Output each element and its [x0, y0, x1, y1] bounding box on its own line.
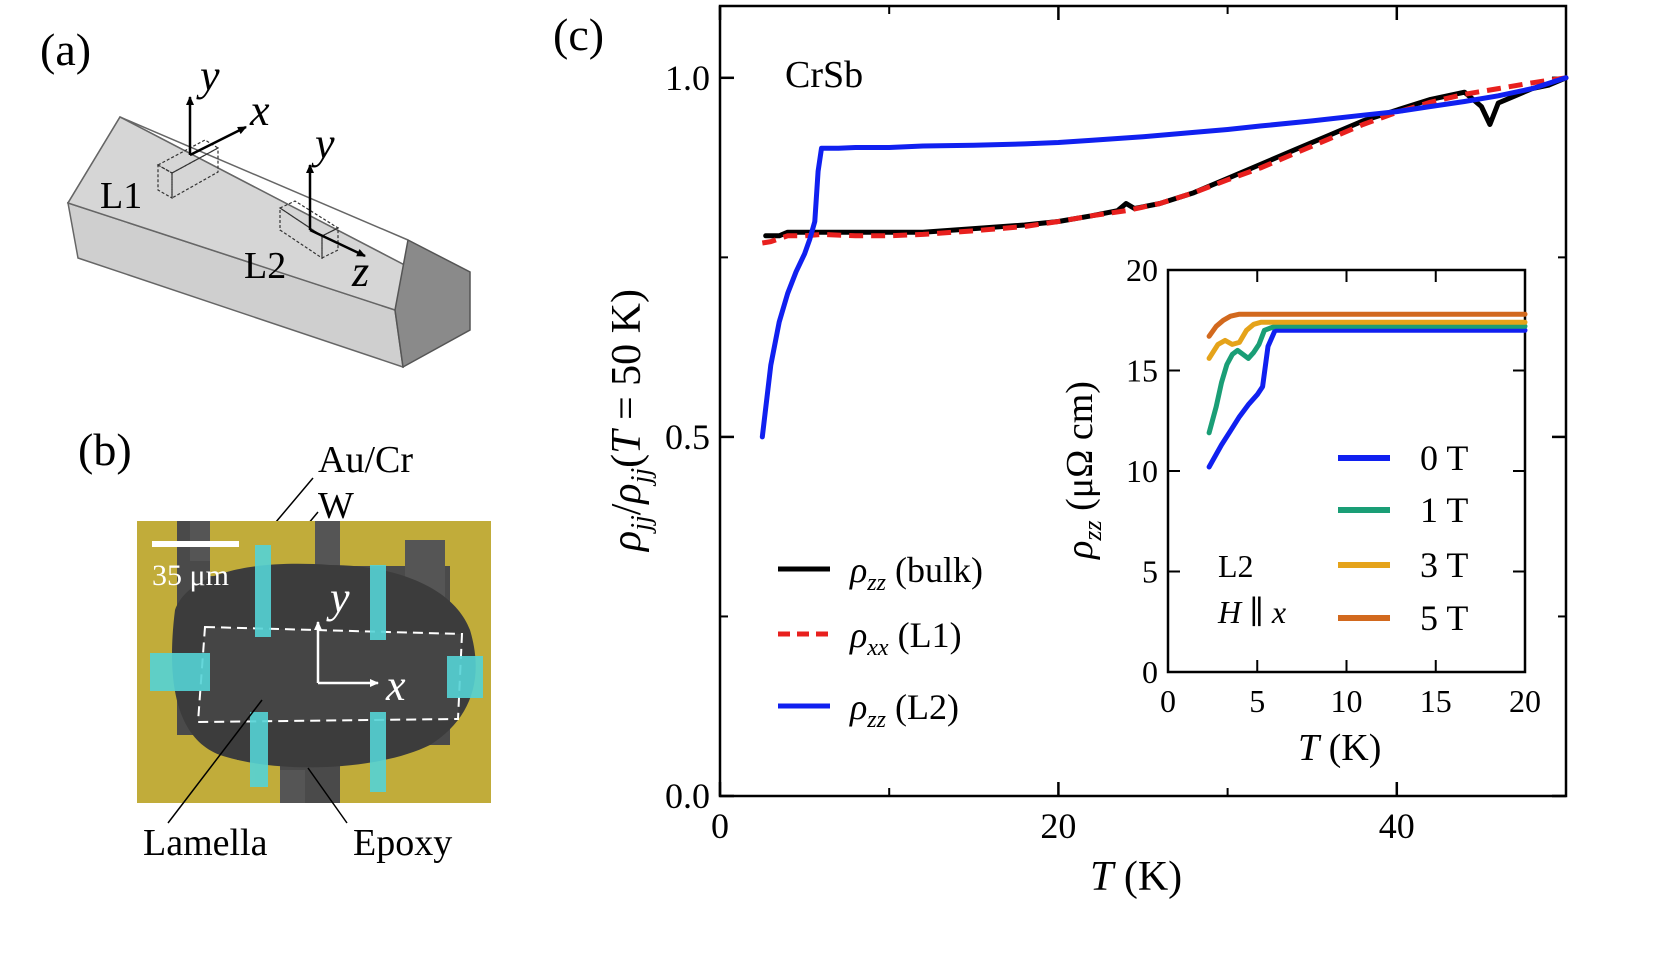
- inset-y-tick-label: 5: [1142, 554, 1158, 590]
- main-plot-frame: [718, 4, 1568, 798]
- main-y-tick-label: 0.5: [665, 417, 710, 457]
- a-x-label: x: [249, 86, 270, 135]
- sem-micrograph: 35 μm y x: [137, 521, 491, 803]
- series-line-l2: [759, 75, 1569, 440]
- main-y-label: ρjj/ρjj(T = 50 K): [604, 289, 657, 553]
- a-x-arrow: [189, 125, 247, 157]
- prism-edge: [119, 116, 409, 241]
- panel-a: (a) y x L1 y z L2: [40, 24, 471, 369]
- b-w-label: W: [318, 485, 354, 527]
- inset-series-line-5t: [1206, 311, 1528, 339]
- inset-series-line-1t: [1206, 323, 1528, 436]
- b-epoxy-label: Epoxy: [353, 822, 452, 864]
- prism-end-face: [394, 238, 471, 369]
- panel-c-label: (c): [553, 9, 604, 60]
- main-x-tick-label: 20: [1040, 806, 1076, 846]
- inset-legend-label: 3 T: [1420, 545, 1468, 585]
- main-x-tick-label: 40: [1379, 806, 1415, 846]
- b-au-cr-label: Au/Cr: [318, 439, 413, 481]
- legend-label-bulk: ρzz (bulk): [849, 550, 983, 596]
- panel-b-label: (b): [78, 424, 132, 475]
- inset-y-tick-label: 0: [1142, 654, 1158, 690]
- a-z-label: z: [351, 247, 369, 296]
- series-line-bulk: [763, 75, 1569, 239]
- inset-series-line-3t: [1206, 319, 1528, 361]
- b-lamella-leader: [167, 699, 263, 824]
- a-y1-label: y: [196, 51, 220, 100]
- main-y-tick-label: 1.0: [665, 58, 710, 98]
- legend-label-l2: ρzz (L2): [849, 687, 959, 733]
- legend-label-l1: ρxx (L1): [849, 615, 962, 661]
- main-x-tick-label: 0: [711, 806, 729, 846]
- inset-legend-label: 1 T: [1420, 490, 1468, 530]
- main-axis-ticks: 0 20 40 0.0 0.5 1.0: [665, 6, 1567, 846]
- b-y-label: y: [326, 573, 350, 622]
- panel-a-label: (a): [40, 24, 91, 75]
- a-l2-label: L2: [244, 245, 286, 287]
- inset-x-tick-label: 5: [1249, 683, 1265, 719]
- inset-annotation-field: H ∥ x: [1217, 594, 1286, 630]
- inset-legend: 0 T 1 T 3 T 5 T: [1338, 438, 1468, 638]
- inset-annotation-sample: L2: [1218, 548, 1254, 584]
- inset-y-label: ρzz (μΩ cm): [1059, 381, 1107, 560]
- l2-lamella-box: [278, 200, 340, 260]
- a-y2-label: y: [311, 119, 335, 168]
- a-l1-label: L1: [100, 175, 142, 217]
- inset-series-group: [1206, 311, 1528, 470]
- inset-x-tick-label: 10: [1331, 683, 1363, 719]
- inset-y-tick-label: 15: [1126, 353, 1158, 389]
- panel-c: (c) CrSb 0 20 40 0.0 0.5 1.0 T (K) ρjj/ρjj(T …: [553, 4, 1569, 900]
- b-epoxy-leader: [307, 767, 348, 824]
- inset-plot-frame: [1166, 268, 1527, 674]
- panel-b: (b) Au/Cr W: [78, 424, 491, 864]
- inset-y-tick-label: 10: [1126, 453, 1158, 489]
- inset-x-tick-label: 20: [1509, 683, 1541, 719]
- inset-legend-label: 5 T: [1420, 598, 1468, 638]
- inset-chart: 0 5 10 15 20 0 5 10 15 20 T (K) ρzz (μΩ cm) L2 H …: [1059, 252, 1541, 769]
- main-chart-title: CrSb: [785, 54, 863, 96]
- inset-x-tick-label: 15: [1420, 683, 1452, 719]
- b-x-label: x: [385, 661, 406, 710]
- main-series-group: [759, 75, 1569, 440]
- inset-legend-label: 0 T: [1420, 438, 1468, 478]
- inset-x-label: T (K): [1298, 727, 1381, 769]
- inset-x-tick-label: 0: [1160, 683, 1176, 719]
- main-x-label: T (K): [1090, 854, 1182, 900]
- b-lamella-label: Lamella: [143, 822, 268, 864]
- inset-y-tick-label: 20: [1126, 252, 1158, 288]
- inset-axis-ticks: 0 5 10 15 20 0 5 10 15 20: [1126, 252, 1541, 719]
- main-legend: ρzz (bulk) ρxx (L1) ρzz (L2): [778, 550, 983, 733]
- main-y-tick-label: 0.0: [665, 776, 710, 816]
- a-z-arrow: [309, 228, 366, 258]
- inset-series-line-0t: [1206, 327, 1528, 470]
- scale-bar: [152, 541, 239, 547]
- scale-bar-label: 35 μm: [152, 559, 229, 592]
